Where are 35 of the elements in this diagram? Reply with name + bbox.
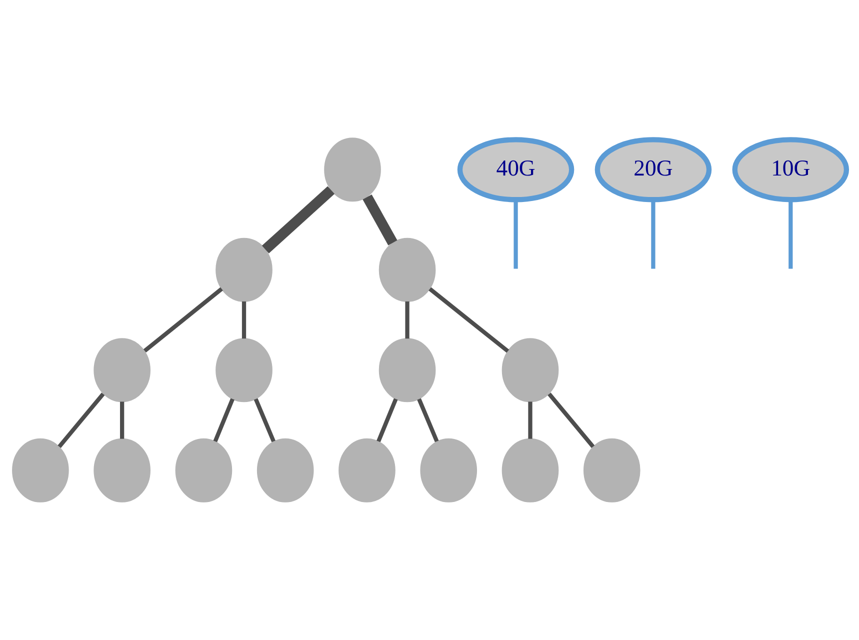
connector [514, 200, 518, 269]
node-circle [256, 438, 314, 502]
connector [548, 392, 595, 448]
node-circle [216, 338, 272, 402]
connector [428, 287, 510, 353]
node-ellipse: 10G [732, 137, 850, 202]
connector [143, 287, 223, 352]
node-circle [94, 438, 150, 502]
node-circle [502, 438, 559, 502]
connector [376, 398, 398, 442]
node-circle [324, 138, 381, 202]
connector [528, 402, 532, 439]
connector [651, 200, 656, 269]
node-circle [378, 238, 436, 302]
connector [254, 398, 276, 442]
node-circle [94, 338, 150, 402]
connector [120, 402, 124, 439]
node-circle [502, 338, 559, 402]
connector [417, 398, 439, 442]
connector [788, 200, 793, 269]
connector [58, 392, 105, 448]
connector [362, 194, 398, 246]
connector [213, 398, 234, 442]
connector [242, 301, 246, 339]
connector [262, 186, 335, 254]
node-circle [583, 438, 640, 502]
connector [405, 301, 410, 339]
node-circle [175, 438, 232, 502]
node-circle [338, 438, 396, 502]
node-circle [378, 338, 436, 402]
node-circle [12, 438, 69, 502]
node-circle [216, 238, 272, 302]
node-ellipse: 40G [457, 137, 574, 202]
node-ellipse: 20G [594, 137, 712, 202]
node-circle [420, 438, 478, 502]
